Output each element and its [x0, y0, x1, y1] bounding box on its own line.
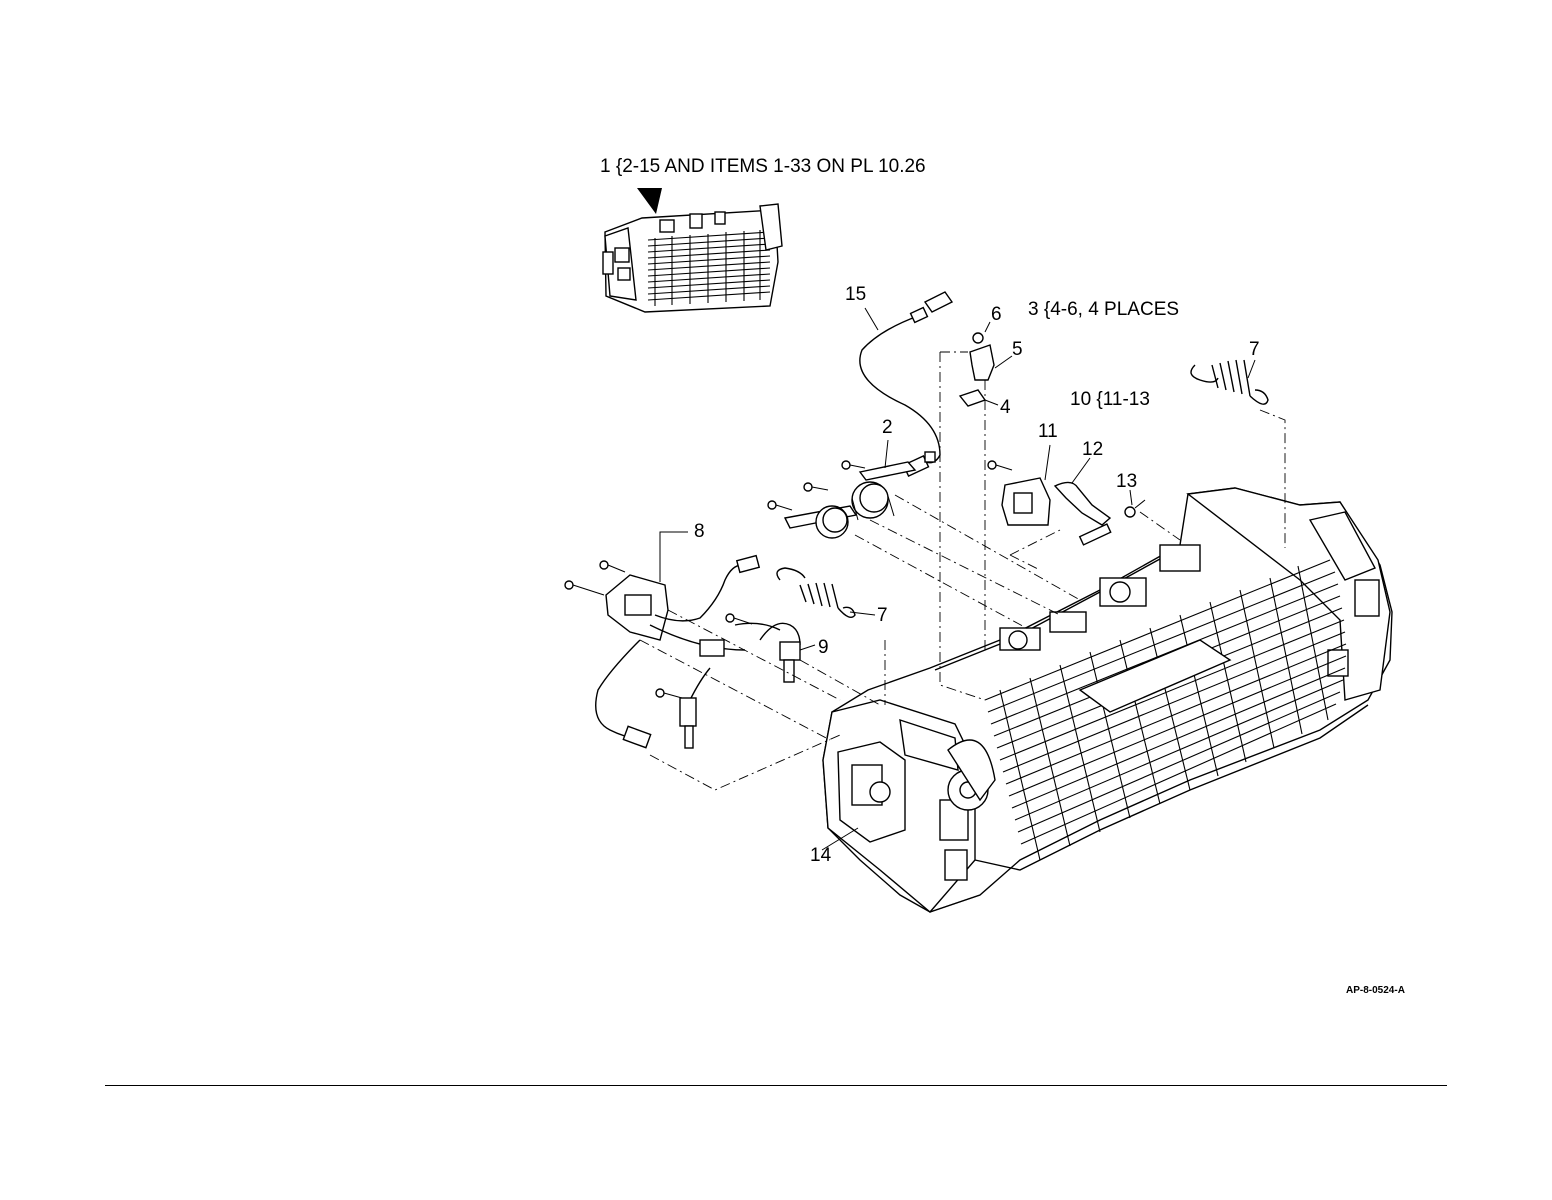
part-7-spring-top [1191, 360, 1268, 404]
callout-4: 4 [1000, 398, 1011, 418]
part-4-6-bracket [960, 333, 994, 406]
callout-15: 15 [845, 285, 866, 305]
note-item-10: 10 {11-13 [1070, 390, 1150, 410]
part-7-spring-middle [777, 568, 855, 617]
figure-code: AP-8-0524-A [1346, 985, 1405, 996]
callout-13: 13 [1116, 472, 1137, 492]
callout-2: 2 [882, 418, 893, 438]
part-15-wire-harness [860, 292, 952, 476]
callout-14: 14 [810, 846, 831, 866]
fuser-assembly-thumbnail [603, 188, 782, 312]
part-8-connector-block [565, 556, 780, 748]
fuser-frame [823, 488, 1392, 912]
note-item-3: 3 {4-6, 4 PLACES [1028, 300, 1179, 320]
callout-6: 6 [991, 305, 1002, 325]
callout-12: 12 [1082, 440, 1103, 460]
callout-7-top: 7 [1249, 340, 1260, 360]
part-2-thermostat [768, 461, 915, 538]
callout-5: 5 [1012, 340, 1023, 360]
callout-11: 11 [1038, 422, 1058, 442]
callout-9: 9 [818, 638, 829, 658]
pointer-arrow-icon [637, 188, 662, 214]
callout-7-middle: 7 [877, 606, 888, 626]
page-footer-rule [105, 1085, 1447, 1086]
assembly-note: 1 {2-15 AND ITEMS 1-33 ON PL 10.26 [600, 157, 926, 177]
callout-8: 8 [694, 522, 705, 542]
